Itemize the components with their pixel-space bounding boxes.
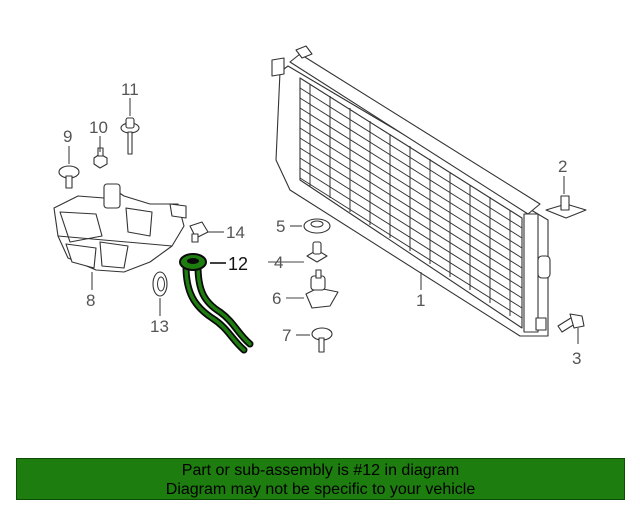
- clip-part-14[interactable]: [189, 221, 209, 243]
- callout-9: 9: [63, 127, 72, 146]
- callout-2: 2: [558, 157, 567, 176]
- callout-11: 11: [121, 80, 139, 99]
- banner-line-2: Diagram may not be specific to your vehi…: [165, 481, 476, 498]
- bolt-part-3[interactable]: [557, 313, 585, 333]
- seal-part-13[interactable]: [152, 271, 168, 297]
- washer-part-5[interactable]: [303, 218, 331, 234]
- reservoir-part-8[interactable]: [53, 183, 187, 273]
- callout-13: 13: [150, 317, 169, 336]
- callout-8: 8: [86, 291, 95, 310]
- mount-part-6[interactable]: [305, 269, 339, 309]
- callout-3: 3: [572, 349, 581, 368]
- insulator-part-4[interactable]: [306, 241, 328, 263]
- bolt-part-7[interactable]: [311, 327, 333, 353]
- callout-1: 1: [416, 291, 425, 310]
- radiator-part-1[interactable]: [271, 45, 551, 337]
- leader-lines: [68, 98, 579, 344]
- banner-line-1: Part or sub-assembly is #12 in diagram: [181, 462, 460, 479]
- callout-4: 4: [274, 253, 283, 272]
- screw-part-9[interactable]: [58, 165, 80, 189]
- radiator-fins: [299, 84, 523, 319]
- stud-part-11[interactable]: [120, 117, 140, 155]
- hose-part-12[interactable]: [179, 253, 254, 354]
- info-banner: Part or sub-assembly is #12 in diagram D…: [16, 458, 625, 500]
- bracket-part-2[interactable]: [545, 195, 587, 219]
- callout-labels: 1 2 3 4 5 6 7 8 9 10 11 12 13 14: [63, 80, 581, 368]
- callout-14: 14: [226, 223, 245, 242]
- callout-6: 6: [272, 289, 281, 308]
- callout-7: 7: [282, 326, 291, 345]
- callout-10: 10: [89, 118, 108, 137]
- callout-5: 5: [276, 217, 285, 236]
- callout-12: 12: [228, 254, 248, 274]
